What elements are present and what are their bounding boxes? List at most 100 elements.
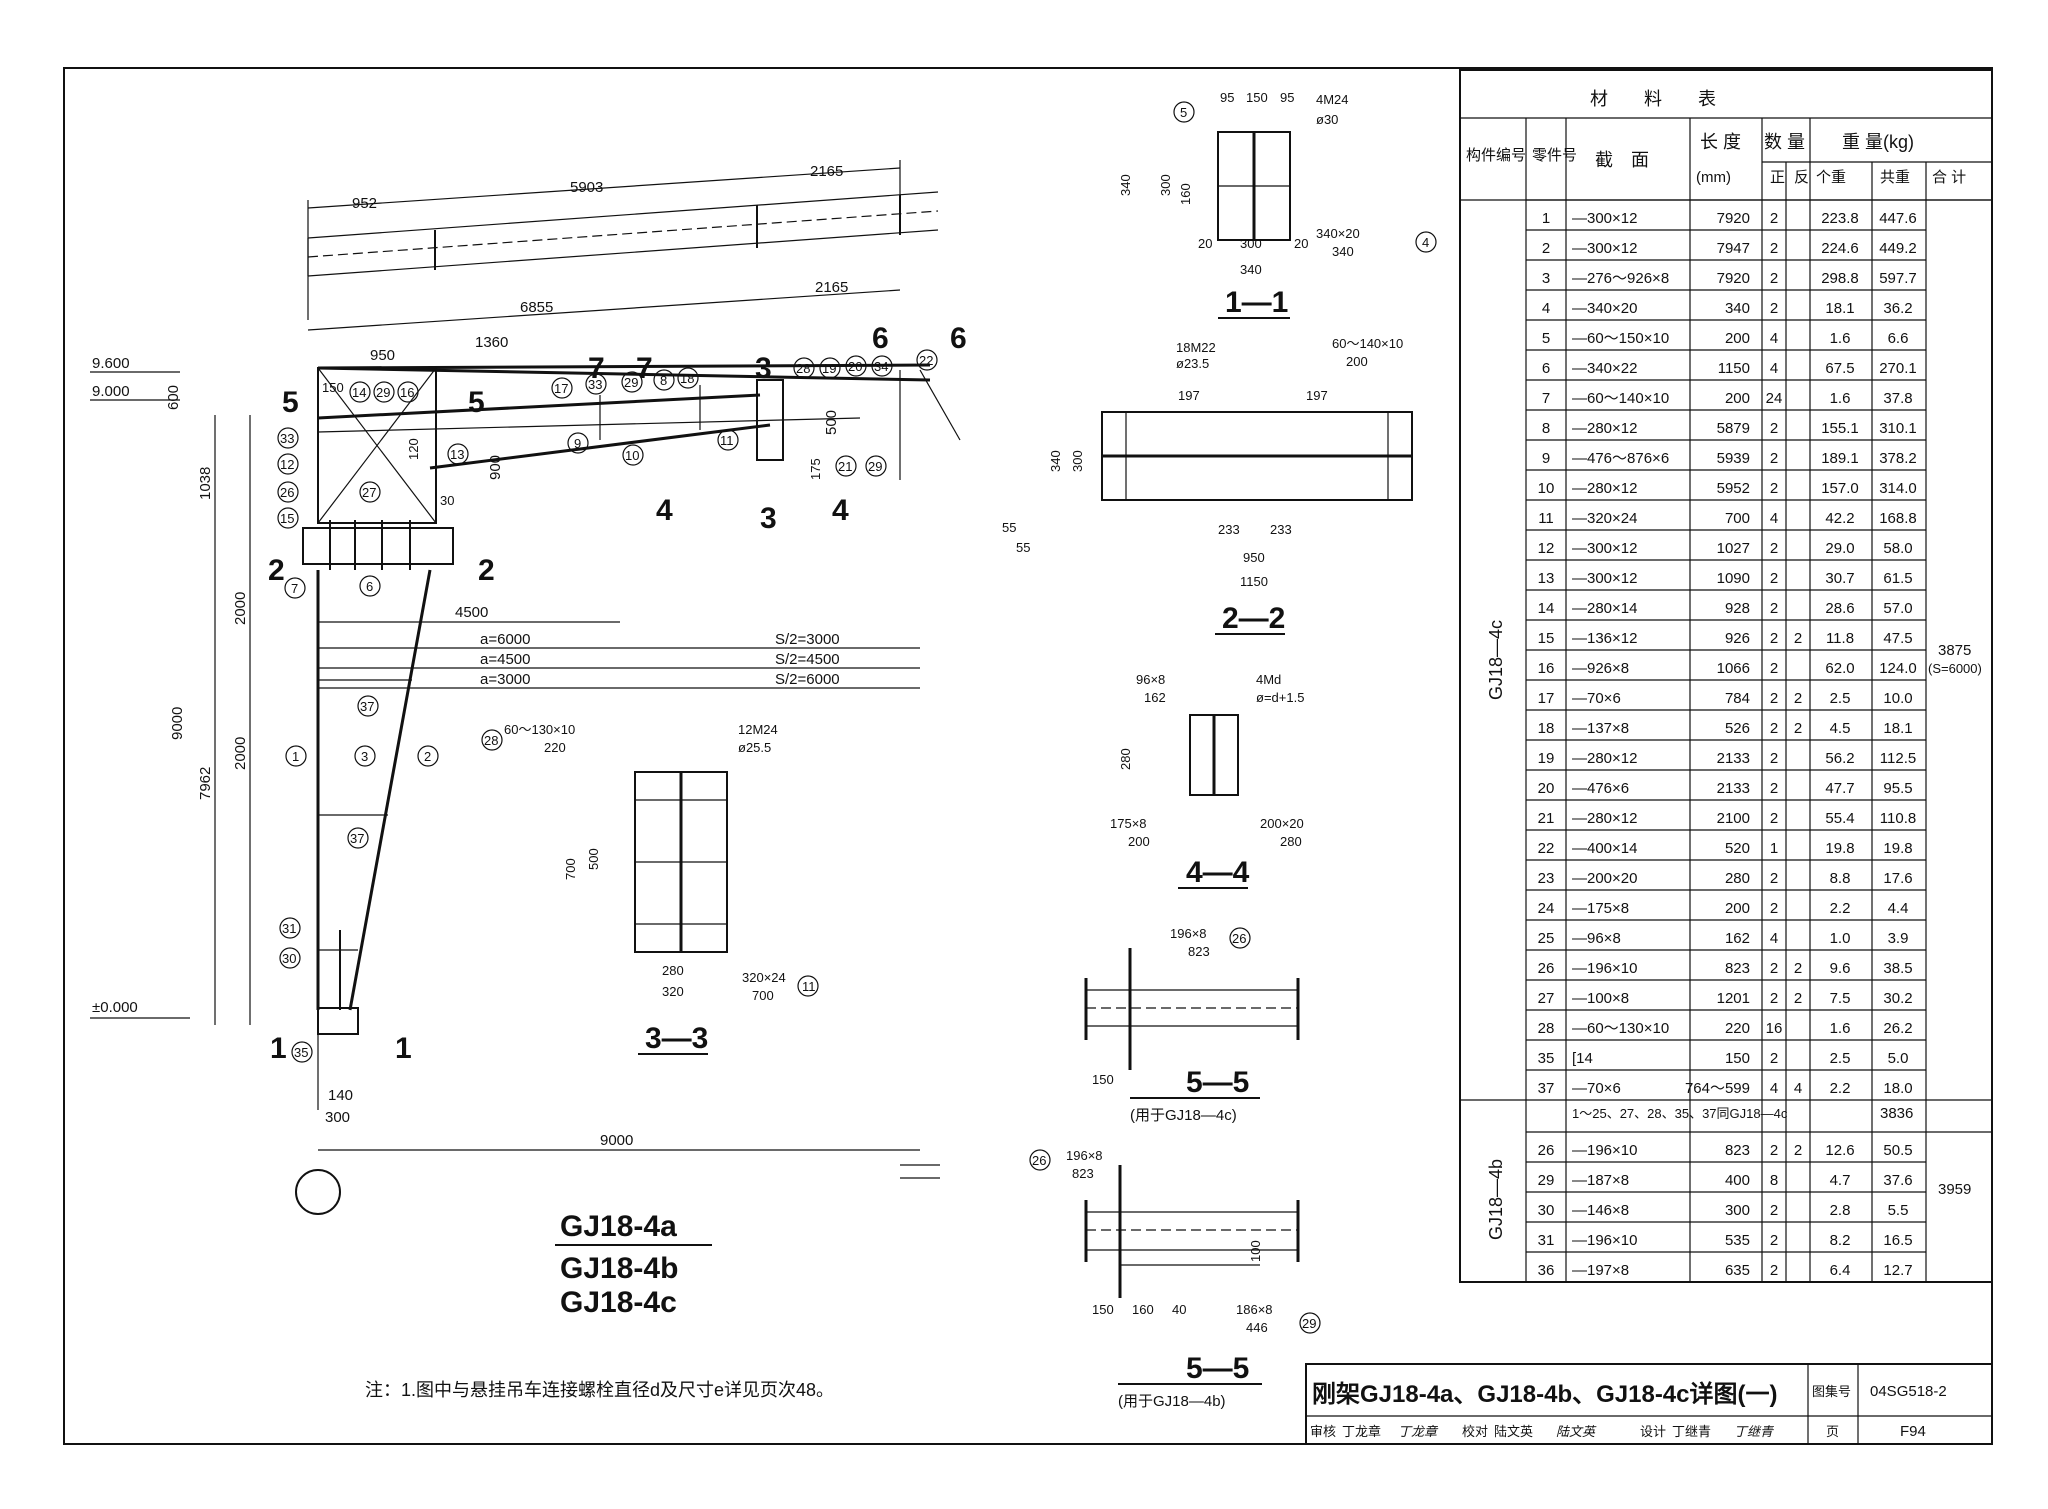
table-cell: 2 (1770, 660, 1778, 677)
svg-text:196×8: 196×8 (1170, 926, 1207, 941)
table-cell: —196×10 (1572, 960, 1637, 977)
table-cell: 220 (1725, 1020, 1750, 1037)
svg-text:950: 950 (1243, 550, 1265, 565)
table-cell: —320×24 (1572, 510, 1637, 527)
tb-atlas-label: 图集号 (1812, 1384, 1851, 1399)
svg-text:340: 340 (1048, 450, 1063, 472)
table-cell: 764～599 (1685, 1080, 1750, 1097)
section-4-4: 96×8 162 4Md ø=d+1.5 280 175×8 200 200×2… (1110, 672, 1304, 889)
group-b-member: GJ18—4b (1486, 1159, 1506, 1240)
dim-2000-b: 2000 (232, 737, 249, 770)
hdr-w-total: 共重 (1880, 169, 1910, 186)
table-cell: 200 (1725, 390, 1750, 407)
table-cell: 200 (1725, 900, 1750, 917)
svg-text:29: 29 (624, 375, 638, 390)
table-cell: 9 (1542, 450, 1550, 467)
svg-text:4: 4 (1422, 235, 1429, 250)
dim-900: 900 (487, 455, 504, 480)
svg-text:340: 340 (1240, 262, 1262, 277)
dim-9000-h: 9000 (600, 1132, 633, 1149)
tb-check-sign: 陆文英 (1556, 1424, 1597, 1439)
axis-bubble (295, 1169, 341, 1215)
table-cell: —187×8 (1572, 1172, 1629, 1189)
table-cell: —300×12 (1572, 570, 1637, 587)
svg-text:186×8: 186×8 (1236, 1302, 1273, 1317)
hdr-section: 截 面 (1595, 150, 1649, 170)
svg-text:340: 340 (1118, 174, 1133, 196)
table-cell: 4.5 (1830, 720, 1851, 737)
dim-2165-b: 2165 (815, 279, 848, 296)
table-cell: —196×10 (1572, 1232, 1637, 1249)
table-cell: 18.1 (1825, 300, 1854, 317)
hdr-member: 构件编号 (1466, 147, 1526, 164)
svg-text:95: 95 (1220, 90, 1234, 105)
svg-text:446: 446 (1246, 1320, 1268, 1335)
hdr-w-sum: 合 计 (1932, 169, 1966, 186)
sec55c-title: 5—5 (1186, 1066, 1249, 1099)
dim-4500: 4500 (455, 604, 488, 621)
table-cell: 1201 (1717, 990, 1750, 1007)
table-cell: 2 (1770, 690, 1778, 707)
table-cell: 4 (1542, 300, 1550, 317)
tb-page-no: F94 (1900, 1423, 1926, 1440)
dim-600: 600 (165, 385, 182, 410)
svg-text:34: 34 (874, 359, 888, 374)
table-cell: —146×8 (1572, 1202, 1629, 1219)
title-gj18-4a: GJ18-4a (560, 1210, 677, 1243)
svg-text:4Md: 4Md (1256, 672, 1281, 687)
section-5-5-4b: 196×8 823 100 150 160 40 186×8 446 26 29… (1029, 1148, 1321, 1410)
table-cell: 3.9 (1888, 930, 1909, 947)
sec-mark-1-l: 1 (270, 1032, 287, 1065)
table-cell: 1150 (1718, 360, 1750, 377)
table-cell: 18.0 (1883, 1080, 1912, 1097)
hdr-qty-neg: 反 (1794, 169, 1809, 186)
table-cell: 37.6 (1883, 1172, 1912, 1189)
table-cell: 26 (1538, 1142, 1555, 1159)
svg-text:700: 700 (752, 988, 774, 1003)
table-cell: 526 (1725, 720, 1750, 737)
table-cell: 635 (1725, 1262, 1750, 1279)
dim-150: 150 (322, 380, 344, 395)
table-cell: 5 (1542, 330, 1550, 347)
dim-top-952: 952 (352, 195, 377, 212)
table-cell: —175×8 (1572, 900, 1629, 917)
svg-text:233: 233 (1218, 522, 1240, 537)
svg-text:20: 20 (1294, 236, 1308, 251)
svg-text:60～130×10: 60～130×10 (504, 722, 575, 737)
table-cell: —137×8 (1572, 720, 1629, 737)
span-a-3: a=3000 (480, 671, 530, 688)
table-cell: 784 (1725, 690, 1750, 707)
group-a-sum: 3875 (1938, 642, 1971, 659)
tb-reviewer: 丁龙章 (1342, 1424, 1381, 1439)
table-cell: 1.6 (1830, 1020, 1851, 1037)
svg-text:500: 500 (586, 848, 601, 870)
table-cell: 15 (1538, 630, 1555, 647)
svg-text:21: 21 (838, 459, 852, 474)
span-s-3: S/2=6000 (775, 671, 840, 688)
tb-review-label: 审核 (1310, 1424, 1336, 1439)
svg-text:160: 160 (1132, 1302, 1154, 1317)
table-cell: 6.4 (1830, 1262, 1851, 1279)
table-cell: 4 (1770, 1080, 1778, 1097)
svg-text:823: 823 (1072, 1166, 1094, 1181)
table-cell: 4.7 (1830, 1172, 1851, 1189)
table-cell: —300×12 (1572, 540, 1637, 557)
svg-text:12M24: 12M24 (738, 722, 778, 737)
table-cell: 2 (1770, 480, 1778, 497)
svg-text:29: 29 (1302, 1316, 1316, 1331)
elev-0: ±0.000 (92, 999, 138, 1016)
group-a-sum-note: (S=6000) (1928, 661, 1982, 676)
svg-text:26: 26 (280, 485, 294, 500)
table-cell: —400×14 (1572, 840, 1637, 857)
svg-text:ø23.5: ø23.5 (1176, 356, 1209, 371)
table-cell: 19 (1538, 750, 1555, 767)
svg-text:27: 27 (362, 485, 376, 500)
sec11-title: 1—1 (1225, 286, 1288, 319)
tb-design-label: 设计 (1640, 1424, 1666, 1439)
group-b-note: 1～25、27、28、35、37同GJ18—4c (1572, 1106, 1788, 1121)
table-cell: 12.7 (1883, 1262, 1912, 1279)
elev-9600: 9.600 (92, 355, 130, 372)
table-cell: 449.2 (1879, 240, 1917, 257)
svg-text:28: 28 (796, 361, 810, 376)
